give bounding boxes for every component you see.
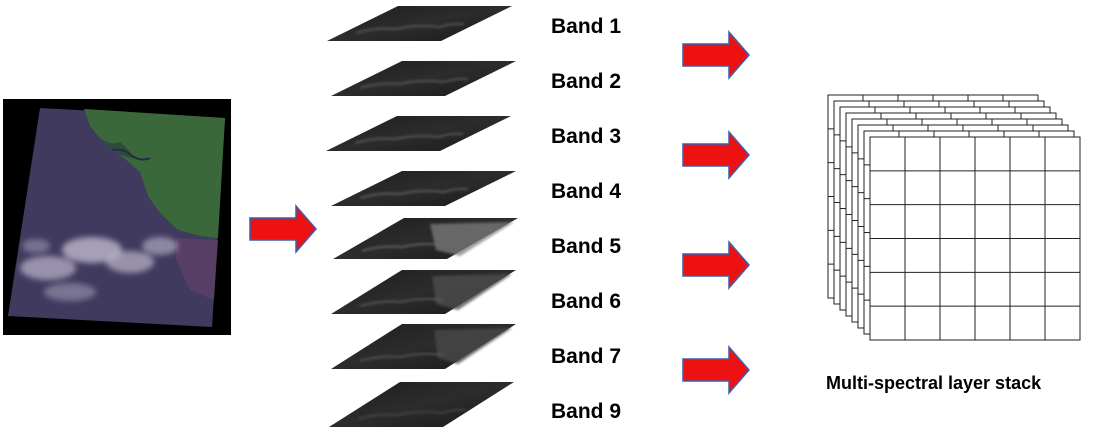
band-stack: Band 1 Band 2 Band 3 Band 4 Band 5 B [326, 6, 621, 427]
arrow-right [682, 344, 750, 396]
band-4-layer: Band 4 [331, 171, 621, 206]
band-label: Band 9 [551, 400, 621, 423]
band-9-plane [329, 382, 514, 427]
band-5-bright-land [430, 222, 514, 256]
band-3-layer: Band 3 [326, 116, 621, 151]
coastline-detail [100, 138, 134, 158]
band-label: Band 1 [551, 15, 621, 38]
band-2-plane [331, 61, 516, 96]
band-5-texture [361, 242, 447, 252]
multispectral-layer-stack [827, 94, 1081, 341]
arrow-right [682, 29, 750, 81]
arrow-right [682, 239, 750, 291]
band-label: Band 4 [551, 180, 621, 203]
band-9-layer: Band 9 [329, 382, 621, 427]
satellite-image [3, 99, 231, 335]
band-4-plane [331, 171, 516, 206]
band-label: Band 2 [551, 70, 621, 93]
band-4-texture [359, 187, 469, 199]
band-3-texture [354, 132, 464, 144]
shore-strip [176, 238, 218, 300]
land-area [84, 109, 225, 238]
arrow-right [682, 129, 750, 181]
band-9-texture [357, 408, 467, 420]
band-7-layer: Band 7 [331, 324, 621, 369]
band-6-layer: Band 6 [331, 270, 621, 314]
stack-caption: Multi-spectral layer stack [826, 373, 1042, 393]
stack-layer [869, 136, 1081, 341]
arrow-image-to-bands [249, 203, 317, 255]
band-7-bright-land [434, 328, 512, 364]
band-7-texture [359, 352, 445, 362]
band-label: Band 7 [551, 345, 621, 368]
river-channel [111, 148, 151, 161]
band-to-stack-arrows [682, 29, 750, 396]
band-label: Band 6 [551, 290, 621, 313]
band-label: Band 3 [551, 125, 621, 148]
band-6-bright-land [432, 274, 512, 310]
band-1-layer: Band 1 [327, 6, 621, 41]
band-2-layer: Band 2 [331, 61, 621, 96]
cloud-cover [20, 237, 178, 301]
band-5-layer: Band 5 [333, 218, 621, 259]
band-6-texture [359, 297, 445, 307]
band-label: Band 5 [551, 235, 621, 258]
band-2-texture [359, 77, 469, 89]
band-3-plane [326, 116, 511, 151]
band-1-plane [327, 6, 512, 41]
band-1-texture [355, 22, 465, 34]
